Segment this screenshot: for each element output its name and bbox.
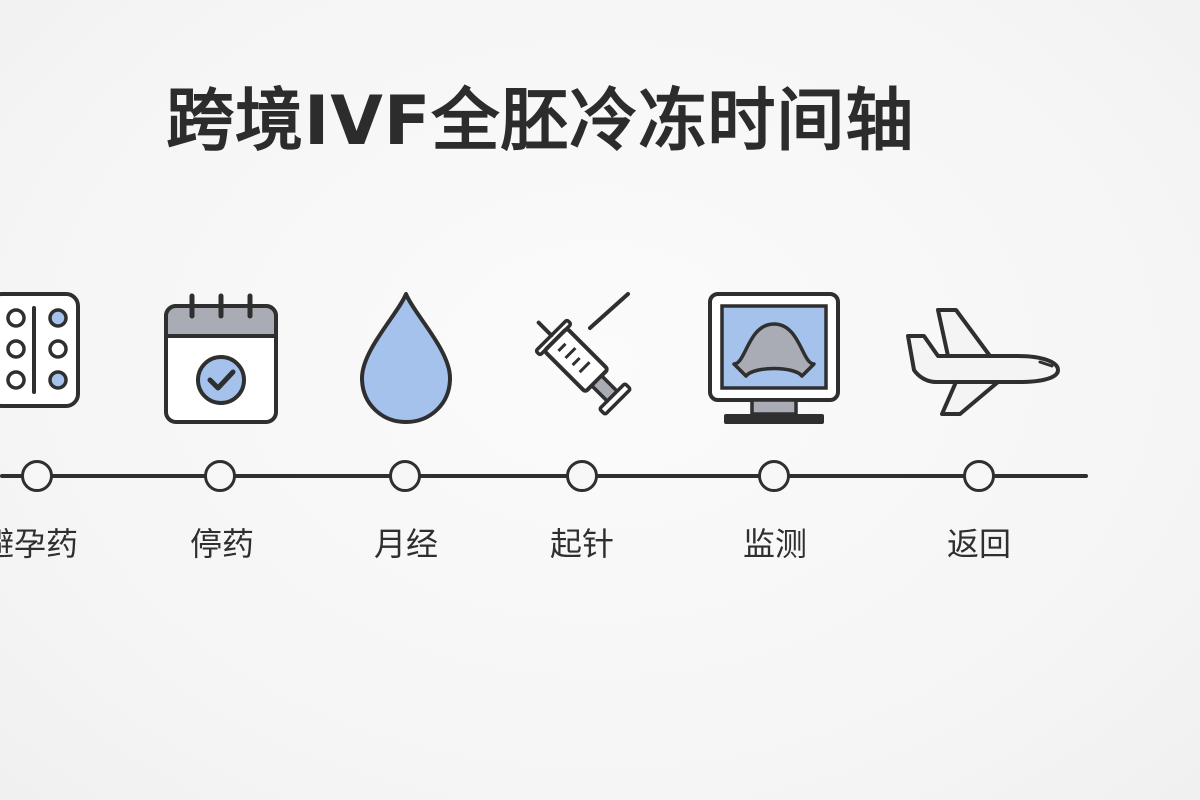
step-label-4: 起针 [549, 525, 615, 563]
timeline-node-3 [389, 460, 421, 492]
page-title: 跨境IVF全胚冷冻时间轴 [166, 82, 915, 161]
syringe-icon [534, 292, 632, 416]
ultrasound-monitor-icon [708, 292, 840, 424]
timeline-node-2 [204, 460, 236, 492]
step-label-1: 避孕药 [0, 525, 79, 563]
step-label-6: 返回 [946, 525, 1012, 563]
timeline-line [0, 474, 1088, 478]
timeline-node-6 [963, 460, 995, 492]
calendar-check-icon [164, 293, 278, 424]
step-label-2: 停药 [189, 525, 255, 563]
blood-drop-icon [360, 292, 452, 424]
pill-blister-icon [0, 292, 80, 408]
airplane-icon [906, 308, 1060, 416]
timeline-node-5 [758, 460, 790, 492]
timeline-node-1 [21, 460, 53, 492]
step-label-3: 月经 [373, 525, 439, 563]
timeline-node-4 [566, 460, 598, 492]
step-label-5: 监测 [742, 525, 808, 563]
